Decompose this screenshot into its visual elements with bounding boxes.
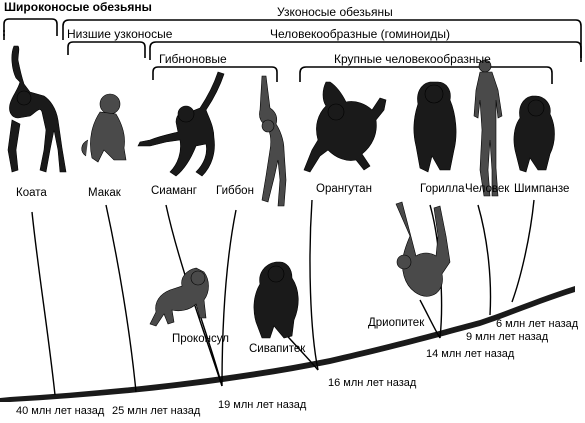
branch-human (477, 204, 492, 316)
branch-gibbon (221, 209, 237, 387)
label-platyrrhini: Широконосые обезьяны (4, 0, 152, 14)
branch-coata (31, 211, 56, 396)
proconsul-figure (149, 267, 209, 327)
label-time-14: 14 млн лет назад (426, 348, 515, 360)
coata-figure (7, 45, 67, 173)
bracket-platyrrhini (3, 18, 58, 38)
label-time-19: 19 млн лет назад (218, 399, 307, 411)
gorilla-figure (413, 81, 457, 173)
label-time-40: 40 млн лет назад (16, 405, 105, 417)
branch-orangutan (309, 199, 319, 371)
label-human: Человек (465, 183, 510, 195)
label-coata: Коата (16, 187, 47, 199)
label-lower-catarrhini: Низшие узконосые (67, 27, 173, 41)
label-dryopithecus: Дриопитек (368, 317, 425, 329)
label-gibbons: Гибноновые (159, 52, 227, 66)
bracket-hominoids (149, 41, 582, 62)
bracket-lower-catarrhini (67, 41, 146, 58)
label-macaque: Макак (88, 187, 122, 199)
siamang-figure (137, 71, 225, 177)
bracket-great-apes (299, 66, 553, 84)
label-orangutan: Орангутан (316, 183, 372, 195)
gibbon-figure (259, 75, 287, 207)
branch-chimpanzee (511, 199, 535, 303)
label-gorilla: Горилла (420, 183, 465, 195)
human-figure (473, 59, 503, 197)
label-catarrhini: Узконосые обезьяны (277, 5, 393, 19)
branch-dryopithecus (419, 299, 441, 339)
bracket-gibbons (152, 66, 278, 82)
label-sivapithecus: Сивапитек (249, 343, 306, 355)
label-time-16: 16 млн лет назад (328, 377, 417, 389)
label-gibbon: Гиббон (216, 185, 254, 197)
label-time-25: 25 млн лет назад (112, 405, 201, 417)
macaque-figure (81, 93, 127, 163)
dryopithecus-figure (395, 201, 451, 297)
orangutan-figure (303, 81, 387, 173)
label-time-9: 9 млн лет назад (466, 331, 549, 343)
bracket-catarrhini (62, 19, 582, 58)
label-chimpanzee: Шимпанзе (514, 183, 569, 195)
label-hominoids: Человекообразные (гоминоиды) (270, 27, 450, 41)
label-time-6: 6 млн лет назад (496, 318, 579, 330)
label-siamang: Сиаманг (151, 185, 197, 197)
label-great-apes: Крупные человекообразные (334, 52, 491, 66)
chimpanzee-figure (513, 95, 555, 173)
label-proconsul: Проконсул (172, 333, 229, 345)
sivapithecus-figure (253, 261, 299, 339)
branch-macaque (105, 204, 137, 393)
